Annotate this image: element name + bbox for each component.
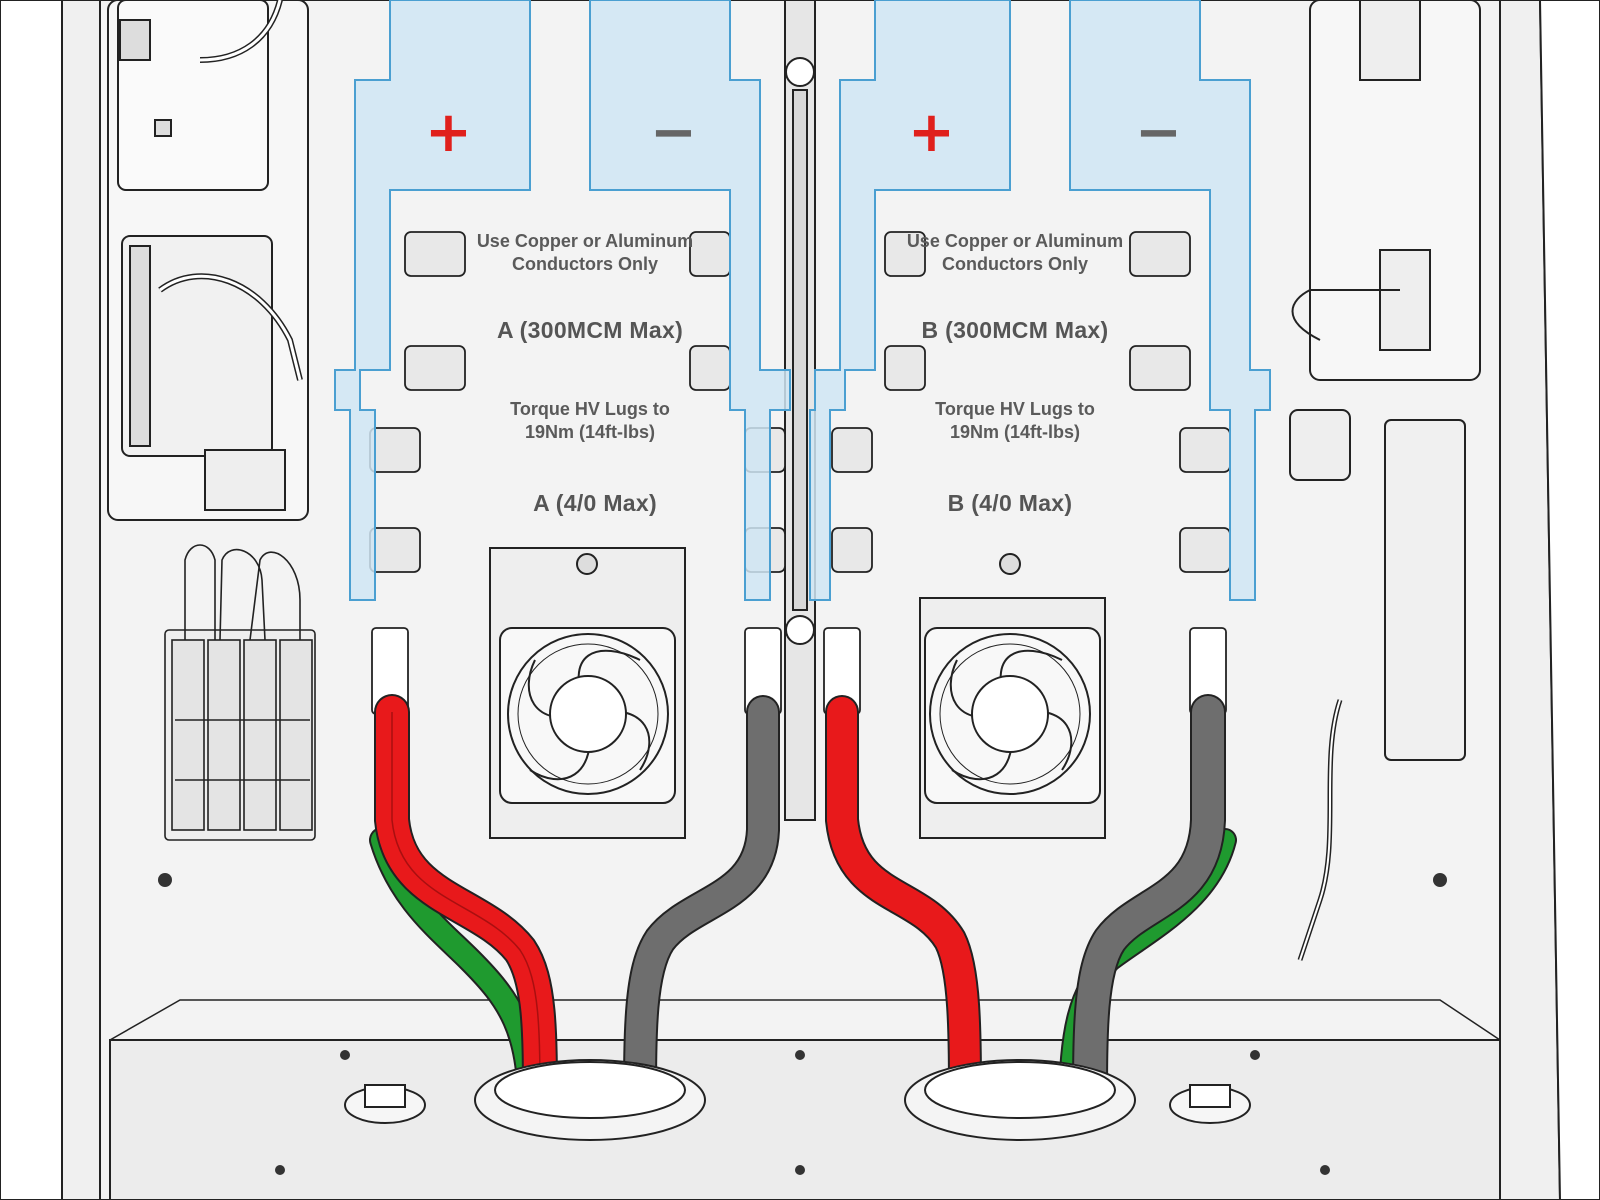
conduit-fitting-a bbox=[474, 1059, 706, 1141]
busbar-b bbox=[809, 0, 1271, 601]
busbar-b-positive-sign: + bbox=[908, 100, 955, 165]
busbar-a bbox=[334, 0, 791, 601]
busbar-b-torque-note: Torque HV Lugs to 19Nm (14ft-lbs) bbox=[905, 398, 1125, 444]
cable-a-positive bbox=[374, 694, 558, 1128]
busbar-b-hv-rating: B (300MCM Max) bbox=[921, 317, 1109, 343]
busbar-a-torque-line2: 19Nm (14ft-lbs) bbox=[524, 422, 656, 442]
cable-b-positive bbox=[825, 695, 982, 1127]
busbar-b-negative-sign: − bbox=[1135, 100, 1182, 165]
terminal-lugs bbox=[369, 231, 1231, 573]
fan-a bbox=[489, 547, 686, 839]
busbar-a-lv-rating: A (4/0 Max) bbox=[533, 490, 657, 516]
busbar-b-lv-rating: B (4/0 Max) bbox=[947, 490, 1073, 516]
busbar-a-torque-line1: Torque HV Lugs to bbox=[510, 399, 670, 419]
left-control-module bbox=[107, 0, 309, 521]
bottom-plate bbox=[109, 1039, 1501, 1200]
busbar-a-torque-note: Torque HV Lugs to 19Nm (14ft-lbs) bbox=[480, 398, 700, 444]
cable-lugs bbox=[371, 627, 1227, 715]
busbar-a-conductor-note-line2: Conductors Only bbox=[511, 254, 658, 274]
busbar-b-torque-line1: Torque HV Lugs to bbox=[935, 399, 1095, 419]
screws bbox=[158, 873, 1447, 1175]
busbar-a-positive-sign: + bbox=[425, 100, 472, 165]
right-control-module bbox=[1289, 0, 1481, 961]
contactor-bank bbox=[164, 544, 316, 841]
busbar-b-conductor-note-line1: Use Copper or Aluminum bbox=[906, 231, 1124, 251]
busbar-b-conductor-note-line2: Conductors Only bbox=[941, 254, 1088, 274]
busbar-a-conductor-note-line1: Use Copper or Aluminum bbox=[476, 231, 694, 251]
knockout-plugs bbox=[344, 1084, 1251, 1124]
busbar-a-hv-rating: A (300MCM Max) bbox=[496, 317, 684, 343]
cable-a-negative bbox=[623, 695, 780, 1127]
cable-b-negative bbox=[1072, 694, 1226, 1128]
busbar-a-negative-sign: − bbox=[650, 100, 697, 165]
busbar-b-torque-line2: 19Nm (14ft-lbs) bbox=[949, 422, 1081, 442]
fan-b bbox=[919, 553, 1106, 839]
busbar-b-conductor-note: Use Copper or Aluminum Conductors Only bbox=[890, 230, 1140, 276]
conduit-fitting-b bbox=[904, 1059, 1136, 1141]
busbar-a-conductor-note: Use Copper or Aluminum Conductors Only bbox=[470, 230, 700, 276]
